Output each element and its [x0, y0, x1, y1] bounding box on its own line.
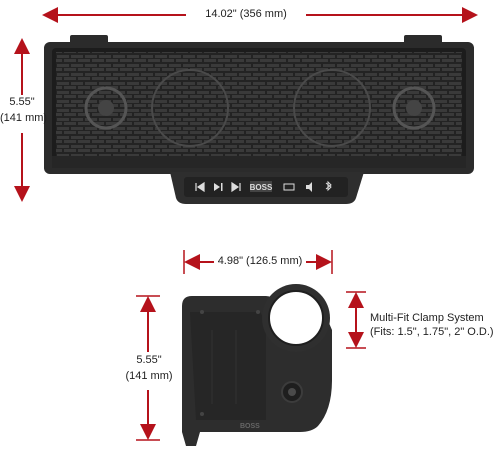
control-panel: BOSS [170, 172, 364, 204]
play-pause-icon [214, 183, 223, 191]
product-illustration: BOSS BOSS [14, 7, 478, 446]
speaker-grille [56, 52, 462, 164]
previous-icon [195, 181, 205, 193]
clamp-width-dimension-label: 4.98" (126.5 mm) [217, 255, 303, 267]
svg-text:BOSS: BOSS [250, 183, 273, 192]
clamp-bracket: BOSS [182, 284, 332, 446]
tweeter-left [84, 86, 128, 130]
boss-logo [250, 181, 272, 192]
next-icon [231, 181, 241, 193]
clamp-system-fits: (Fits: 1.5", 1.75", 2" O.D.) [370, 326, 494, 338]
clamp-system-title: Multi-Fit Clamp System [370, 312, 484, 324]
clamp-height-dimension-inches: 5.55" [136, 354, 162, 366]
height-dimension-inches: 5.55" [9, 96, 35, 108]
height-dimension-mm: (141 mm) [0, 112, 48, 124]
volume-icon [306, 182, 312, 192]
woofer-right [293, 69, 371, 147]
width-dimension-label: 14.02" (356 mm) [205, 8, 287, 20]
clamp-height-dimension-mm: (141 mm) [125, 370, 173, 382]
speaker-bar [44, 35, 474, 174]
tweeter-right [392, 86, 436, 130]
svg-text:BOSS: BOSS [240, 423, 260, 430]
usb-icon [283, 183, 295, 191]
bluetooth-icon [325, 180, 332, 192]
woofer-left [151, 69, 229, 147]
